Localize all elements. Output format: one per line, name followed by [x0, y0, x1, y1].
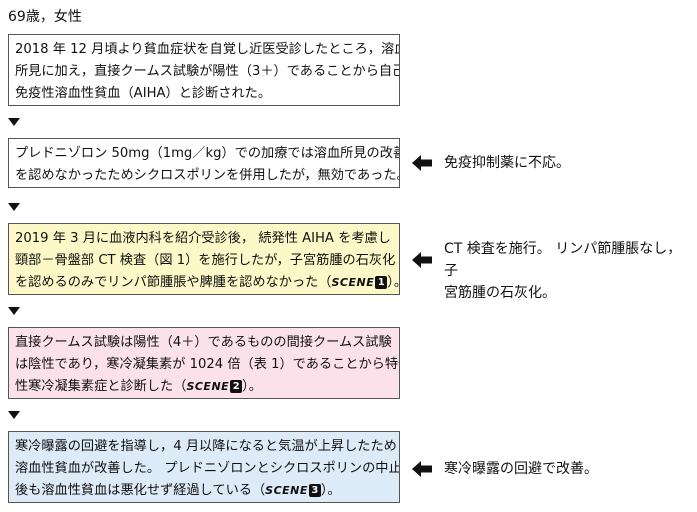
side-note-text: 宮筋腫の石灰化。 — [444, 285, 556, 301]
box-line-tail: ）。 — [242, 379, 262, 394]
scene-badge-icon: 3 — [308, 484, 321, 497]
side-note-text: 寒冷曝露の回避で改善。 — [444, 461, 598, 477]
arrow-left-icon — [412, 458, 432, 480]
box-line: 2019 年 3 月に血液内科を紹介受診後， 続発性 AIHA を考慮し — [15, 231, 391, 246]
box-line: プレドニゾロン 50mg（1mg／kg）での加療では溶血所見の改善 — [15, 146, 400, 161]
scene-label: SCENE — [186, 380, 230, 393]
box-line: 免疫性溶血性貧血（AIHA）と診断された。 — [15, 86, 272, 101]
box-line: 後も溶血性貧血は悪化せず経過している（ — [15, 483, 266, 498]
box-line-tail: ）。 — [320, 483, 341, 498]
arrow-left-icon — [412, 152, 432, 174]
side-note-1: 免疫抑制薬に不応。 — [412, 152, 570, 174]
box-line: 所見に加え，直接クームス試験が陽性（3＋）であることから自己 — [15, 64, 400, 79]
box-line: を認めるのみでリンパ節腫脹や脾腫を認めなかった（ — [15, 275, 332, 290]
side-note-3: 寒冷曝露の回避で改善。 — [412, 458, 598, 480]
scene-badge-icon: 2 — [230, 380, 243, 393]
history-box-5: 寒冷曝露の回避を指導し，4 月以降になると気温が上昇したため 溶血性貧血が改善し… — [8, 431, 400, 503]
arrow-down-icon — [8, 411, 20, 419]
arrow-down-icon — [8, 118, 20, 126]
side-note-text: CT 検査を施行。 リンパ節腫脹なし， 子 — [444, 241, 682, 279]
arrow-down-icon — [8, 203, 20, 211]
box-line: 直接クームス試験は陽性（4＋）であるものの間接クームス試験 — [15, 335, 392, 350]
scene-label: SCENE — [331, 276, 375, 289]
box-line: 溶血性貧血が改善した。 プレドニゾロンとシクロスポリンの中止 — [15, 461, 400, 476]
box-line: 頸部－骨盤部 CT 検査（図 1）を施行したが，子宮筋腫の石灰化 — [15, 253, 396, 268]
history-box-4: 直接クームス試験は陽性（4＋）であるものの間接クームス試験 は陰性であり，寒冷凝… — [8, 327, 400, 399]
box-line: を認めなかったためシクロスポリンを併用したが，無効であった。 — [15, 168, 400, 183]
side-note-text: 免疫抑制薬に不応。 — [444, 155, 570, 171]
box-line: 2018 年 12 月頃より貧血症状を自覚し近医受診したところ，溶血 — [15, 42, 400, 57]
side-note-2: CT 検査を施行。 リンパ節腫脹なし， 子 宮筋腫の石灰化。 — [412, 238, 697, 304]
arrow-left-icon — [412, 249, 432, 271]
scene-label: SCENE — [265, 484, 308, 497]
scene-badge-icon: 1 — [375, 276, 388, 289]
history-box-2: プレドニゾロン 50mg（1mg／kg）での加療では溶血所見の改善 を認めなかっ… — [8, 138, 400, 188]
arrow-down-icon — [8, 307, 20, 315]
box-line: 性寒冷凝集素症と診断した（ — [15, 379, 187, 394]
patient-header: 69歳，女性 — [8, 9, 82, 25]
history-box-3: 2019 年 3 月に血液内科を紹介受診後， 続発性 AIHA を考慮し 頸部－… — [8, 223, 400, 295]
history-box-1: 2018 年 12 月頃より貧血症状を自覚し近医受診したところ，溶血 所見に加え… — [8, 34, 400, 106]
box-line-tail: ）。 — [387, 275, 399, 290]
box-line: 寒冷曝露の回避を指導し，4 月以降になると気温が上昇したため — [15, 439, 397, 454]
box-line: は陰性であり，寒冷凝集素が 1024 倍（表 1）であることから特発 — [15, 357, 400, 372]
